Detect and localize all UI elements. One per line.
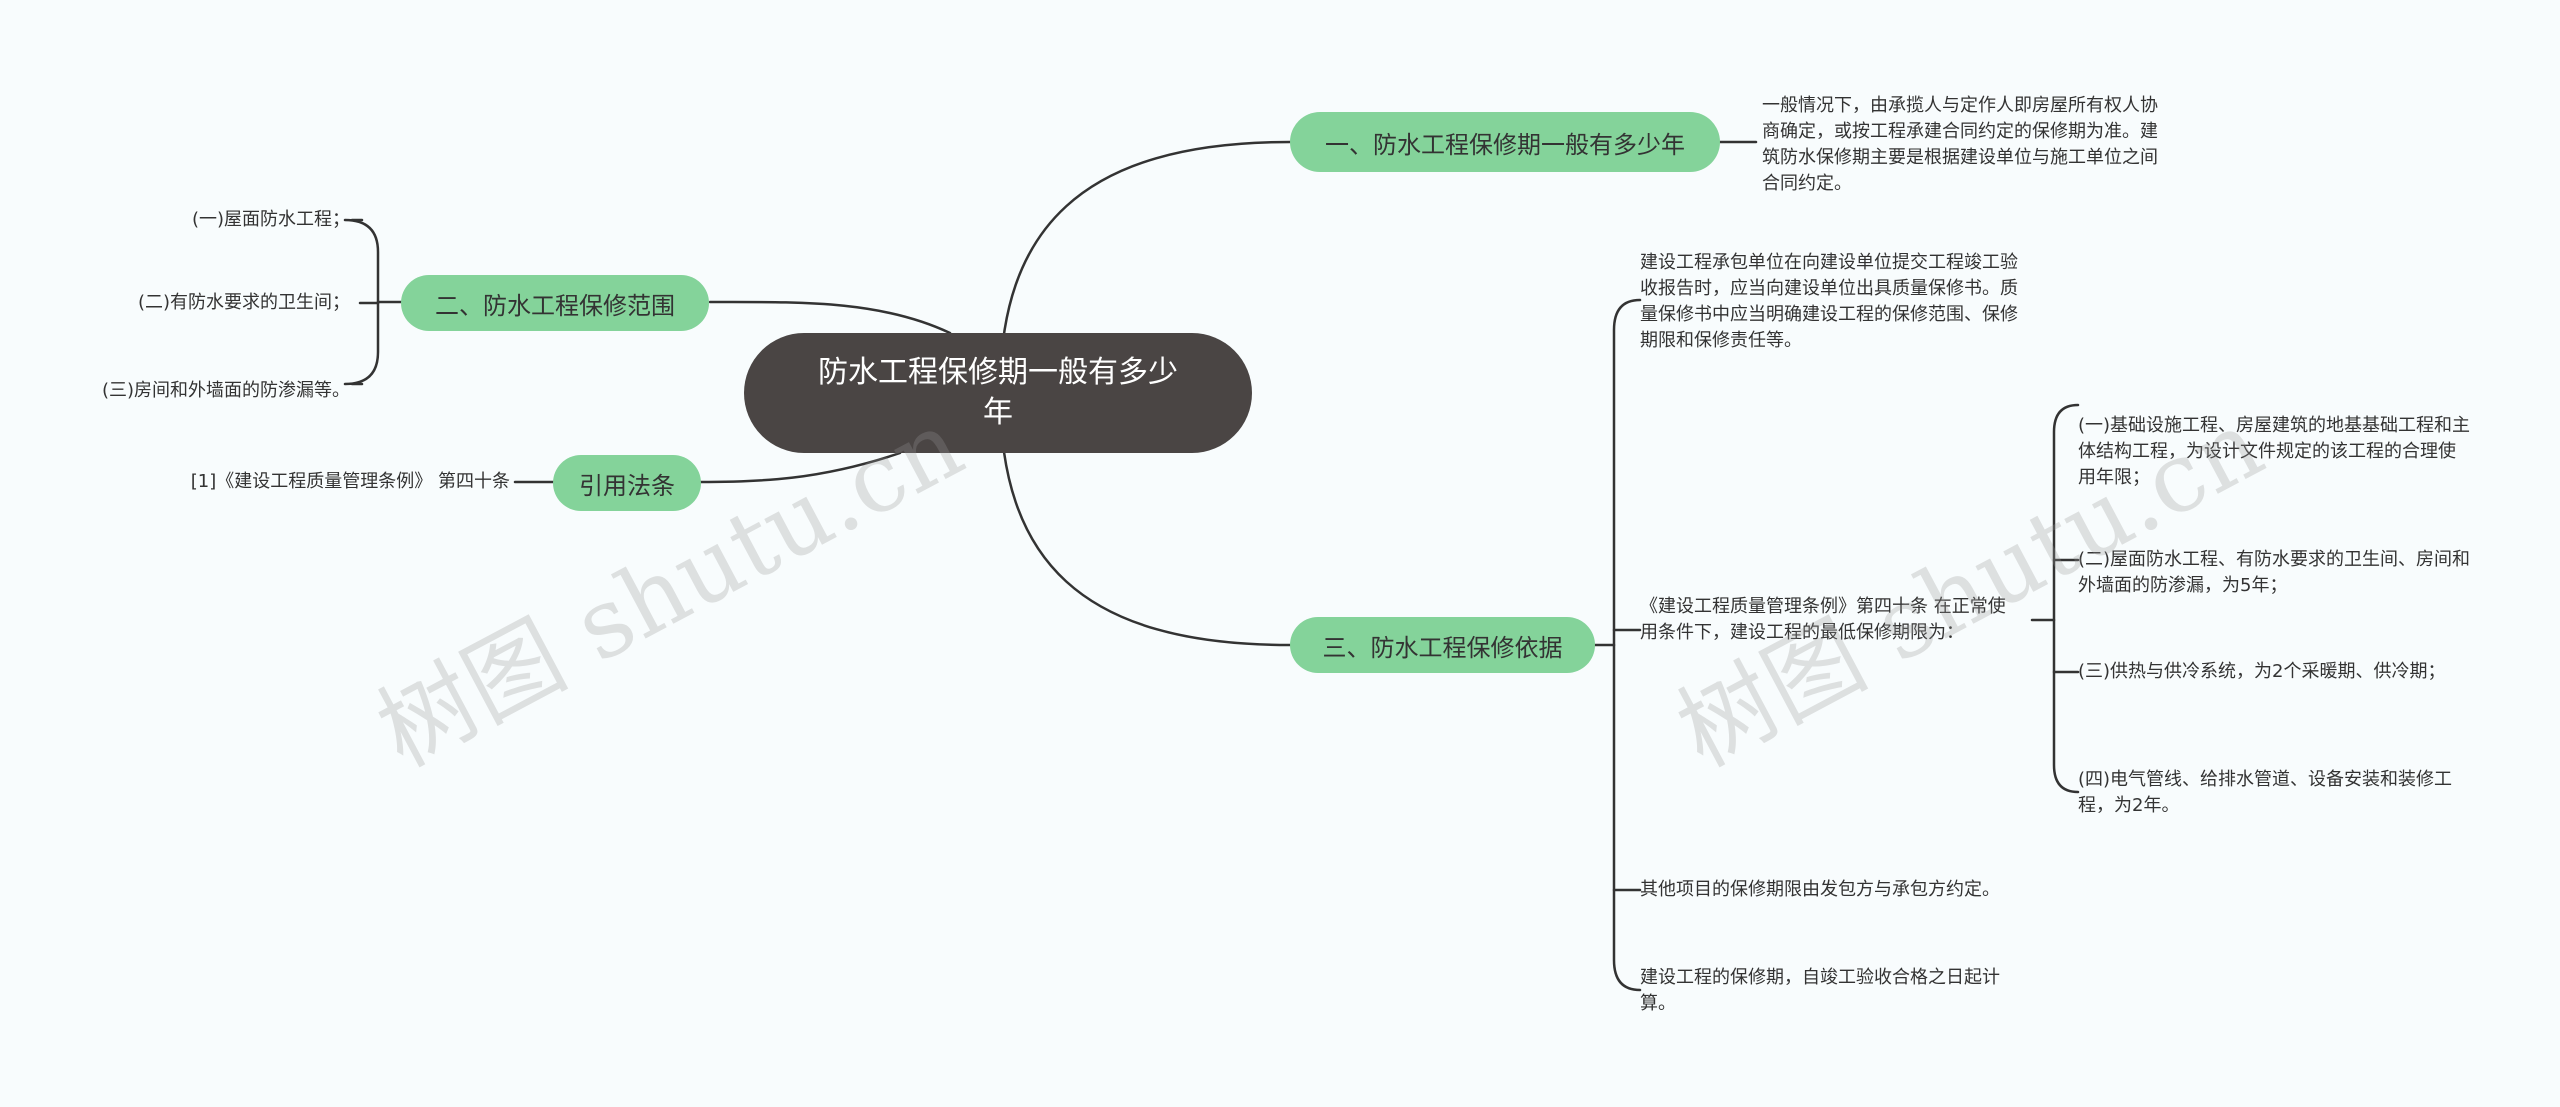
bracket-b3 (1612, 298, 1642, 992)
branch-label: 三、防水工程保修依据 (1322, 633, 1563, 662)
branch-label: 引用法条 (579, 471, 675, 500)
leaf-cited-law-text: [1]《建设工程质量管理条例》 第四十条 (190, 471, 510, 492)
branch-maintenance-basis[interactable]: 三、防水工程保修依据 (1290, 617, 1595, 673)
branch-maintenance-period[interactable]: 一、防水工程保修期一般有多少年 (1290, 112, 1720, 172)
leaf-scope-1: (一)屋面防水工程； (191, 209, 350, 230)
connector-root-b3 (998, 390, 1292, 647)
branch-label: 一、防水工程保修期一般有多少年 (1325, 130, 1685, 159)
branch-label: 二、防水工程保修范围 (435, 291, 675, 320)
bracket-b3-sub (2052, 403, 2080, 794)
leaf-basis-4: 建设工程的保修期，自竣工验收合格之日起计算。 (1640, 967, 2000, 1014)
leaf-basis-3: 其他项目的保修期限由发包方与承包方约定。 (1640, 879, 2000, 900)
branch-cited-law[interactable]: 引用法条 (553, 455, 701, 511)
leaf-basis-sub-1: (一)基础设施工程、房屋建筑的地基基础工程和主体结构工程，为设计文件规定的该工程… (2078, 415, 2471, 488)
leaf-scope-3: (三)房间和外墙面的防渗漏等。 (101, 380, 350, 401)
leaf-basis-sub-4: (四)电气管线、给排水管道、设备安装和装修工程，为2年。 (2078, 769, 2453, 816)
leaf-basis-2: 《建设工程质量管理条例》第四十条 在正常使用条件下，建设工程的最低保修期限为： (1640, 596, 2006, 643)
root-node[interactable]: 防水工程保修期一般有多少年 (744, 333, 1252, 453)
connector-root-b1 (998, 140, 1292, 394)
connector-root-b2 (708, 300, 952, 335)
leaf-basis-sub-2: (二)屋面防水工程、有防水要求的卫生间、房间和外墙面的防渗漏，为5年； (2078, 549, 2471, 596)
branch-maintenance-scope[interactable]: 二、防水工程保修范围 (401, 275, 709, 331)
connector-root-b4 (698, 451, 902, 484)
leaf-basis-sub-3: (三)供热与供冷系统，为2个采暖期、供冷期； (2078, 661, 2446, 682)
leaf-maintenance-period-text: 一般情况下，由承揽人与定作人即房屋所有权人协商确定，或按工程承建合同约定的保修期… (1762, 95, 2158, 194)
leaf-scope-2: (二)有防水要求的卫生间； (137, 292, 350, 313)
leaf-basis-1: 建设工程承包单位在向建设单位提交工程竣工验收报告时，应当向建设单位出具质量保修书… (1640, 252, 2018, 351)
root-title: 防水工程保修期一般有多少年 (818, 355, 1178, 430)
